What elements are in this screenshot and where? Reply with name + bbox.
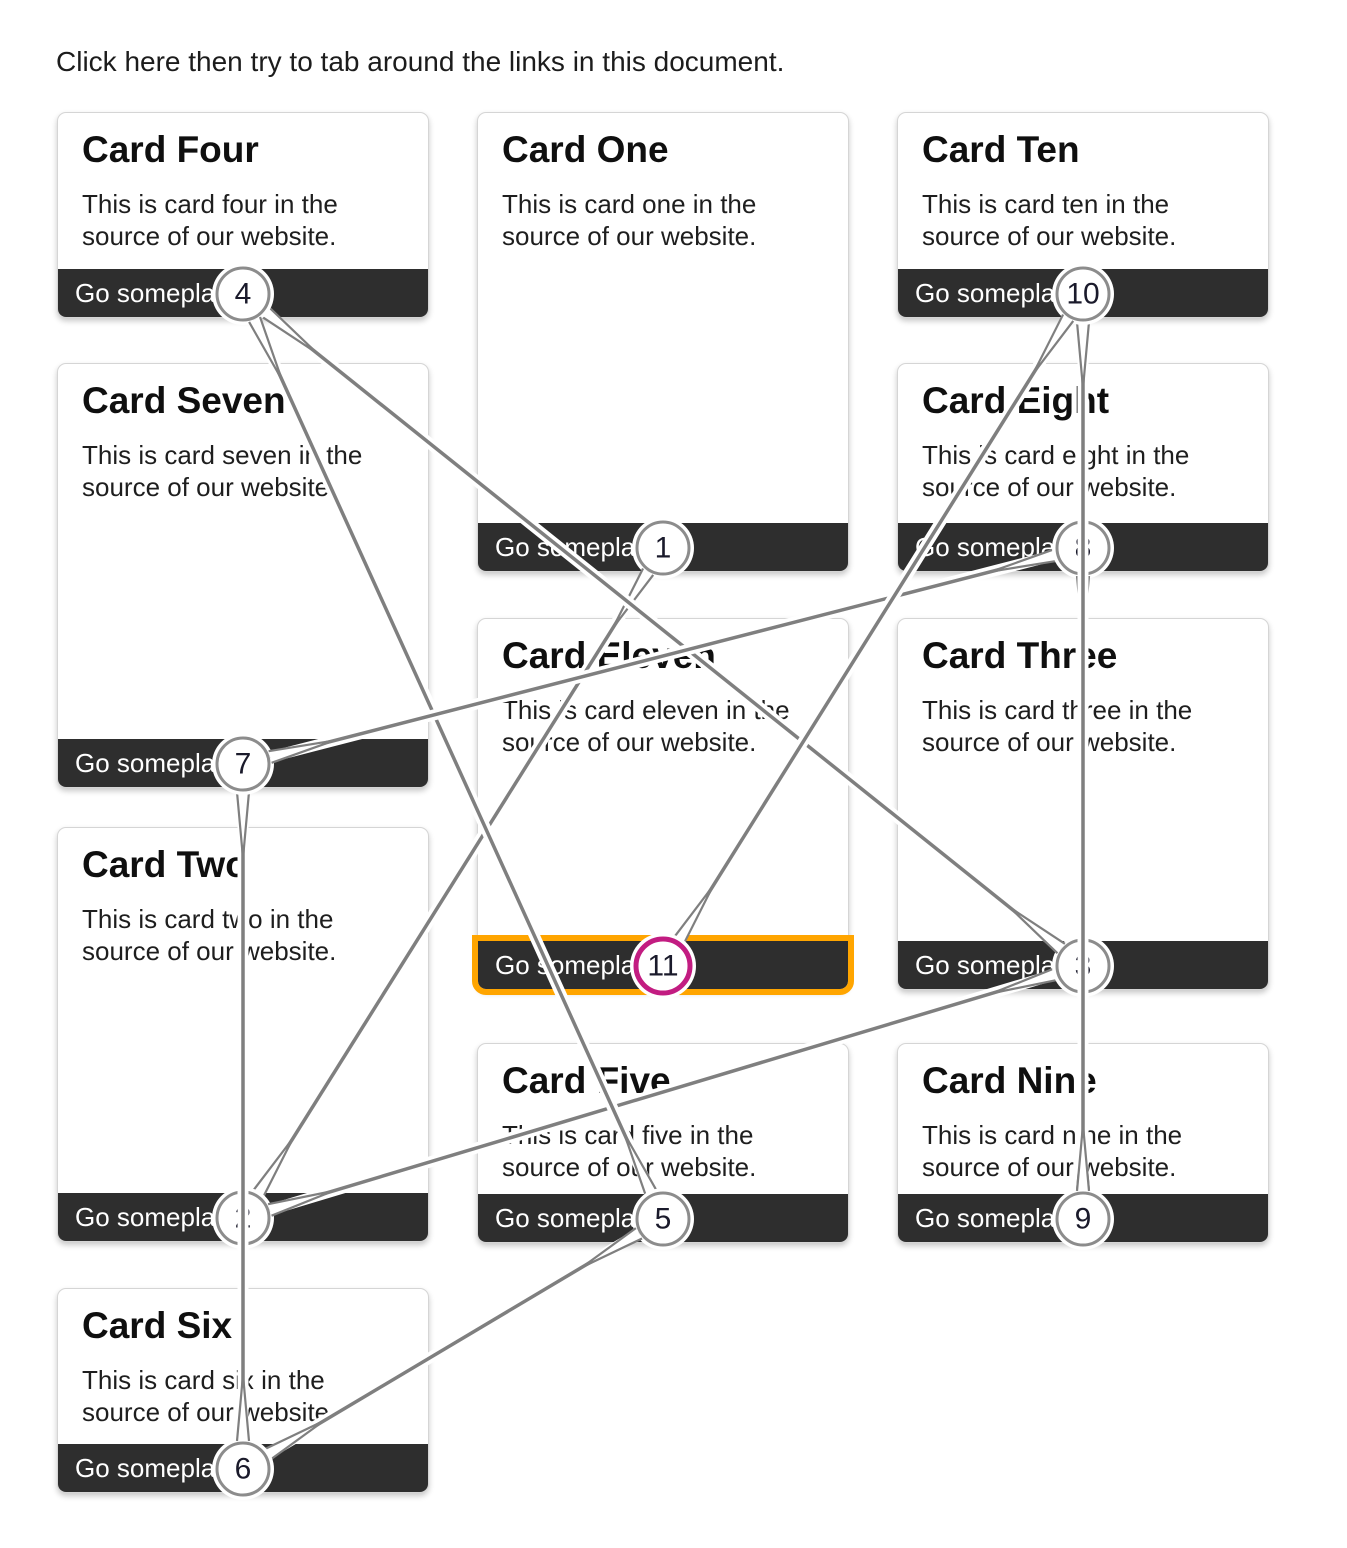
go-someplace-link-card-two[interactable]: Go someplace: [58, 1193, 428, 1241]
card-two: Card Two This is card two in the source …: [57, 827, 429, 1242]
card-nine: Card Nine This is card nine in the sourc…: [897, 1043, 1269, 1243]
card-title: Card Nine: [922, 1060, 1097, 1101]
card-body-text: This is card eight in the source of our …: [922, 440, 1190, 502]
card-one: Card One This is card one in the source …: [477, 112, 849, 572]
card-eight: Card Eight This is card eight in the sou…: [897, 363, 1269, 572]
go-someplace-link-card-five[interactable]: Go someplace: [478, 1194, 848, 1242]
card-five: Card Five This is card five in the sourc…: [477, 1043, 849, 1243]
go-someplace-link-card-seven[interactable]: Go someplace: [58, 739, 428, 787]
card-title: Card Seven: [82, 380, 286, 421]
card-six: Card Six This is card six in the source …: [57, 1288, 429, 1493]
go-someplace-link-card-nine[interactable]: Go someplace: [898, 1194, 1268, 1242]
card-title: Card Five: [502, 1060, 671, 1101]
card-seven: Card Seven This is card seven in the sou…: [57, 363, 429, 788]
card-title: Card Eleven: [502, 635, 716, 676]
card-body-text: This is card eleven in the source of our…: [502, 695, 790, 757]
card-body-text: This is card five in the source of our w…: [502, 1120, 757, 1182]
card-body-text: This is card nine in the source of our w…: [922, 1120, 1183, 1182]
card-body-text: This is card six in the source of our we…: [82, 1365, 337, 1427]
go-someplace-link-card-six[interactable]: Go someplace: [58, 1444, 428, 1492]
card-body-text: This is card seven in the source of our …: [82, 440, 363, 502]
go-someplace-link-card-four[interactable]: Go someplace: [58, 269, 428, 317]
card-title: Card One: [502, 129, 669, 170]
card-three: Card Three This is card three in the sou…: [897, 618, 1269, 990]
card-four: Card Four This is card four in the sourc…: [57, 112, 429, 318]
card-title: Card Three: [922, 635, 1118, 676]
card-title: Card Two: [82, 844, 248, 885]
card-body-text: This is card one in the source of our we…: [502, 189, 757, 251]
go-someplace-link-card-ten[interactable]: Go someplace: [898, 269, 1268, 317]
card-title: Card Six: [82, 1305, 233, 1346]
card-body-text: This is card four in the source of our w…: [82, 189, 338, 251]
card-eleven: Card Eleven This is card eleven in the s…: [472, 618, 854, 995]
card-body-text: This is card three in the source of our …: [922, 695, 1193, 757]
card-title: Card Ten: [922, 129, 1080, 170]
card-body-text: This is card ten in the source of our we…: [922, 189, 1177, 251]
instruction-text[interactable]: Click here then try to tab around the li…: [56, 46, 785, 77]
card-title: Card Eight: [922, 380, 1110, 421]
card-ten: Card Ten This is card ten in the source …: [897, 112, 1269, 318]
go-someplace-link-card-eight[interactable]: Go someplace: [898, 523, 1268, 571]
go-someplace-link-card-one[interactable]: Go someplace: [478, 523, 848, 571]
card-body-text: This is card two in the source of our we…: [82, 904, 337, 966]
go-someplace-link-card-three[interactable]: Go someplace: [898, 941, 1268, 989]
card-title: Card Four: [82, 129, 259, 170]
go-someplace-link-card-eleven[interactable]: Go someplace: [472, 935, 854, 995]
